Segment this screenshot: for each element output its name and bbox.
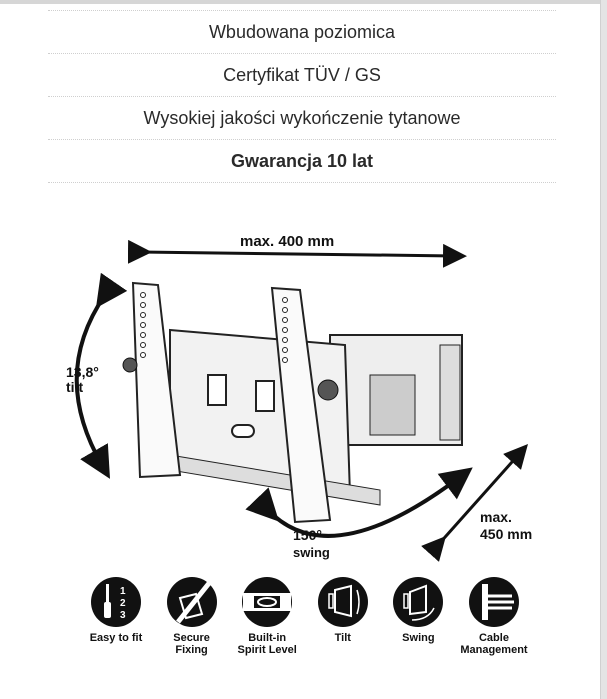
max-width-label: max. 400 mm bbox=[240, 233, 335, 250]
secure-fixing-icon bbox=[166, 577, 217, 627]
feature-swing: Swing bbox=[382, 576, 454, 656]
tilt-value: 13,8° bbox=[66, 364, 99, 380]
feature-label: Secure Fixing bbox=[173, 632, 210, 656]
extension-value: 450 mm bbox=[480, 526, 533, 542]
svg-text:3: 3 bbox=[120, 610, 126, 621]
feature-label: Built-in Spirit Level bbox=[237, 632, 297, 656]
tilt-label: tilt bbox=[66, 379, 84, 395]
feature-label: Tilt bbox=[334, 632, 351, 644]
feature-label: Swing bbox=[402, 632, 435, 644]
feature-list: Wbudowana poziomica Certyfikat TÜV / GS … bbox=[48, 10, 556, 183]
extension-label: max. bbox=[480, 509, 512, 525]
screwdriver-icon: 123 bbox=[91, 577, 141, 627]
feature-item-warranty: Gwarancja 10 lat bbox=[48, 139, 556, 183]
feature-secure-fixing: Secure Fixing bbox=[156, 576, 228, 656]
top-border bbox=[0, 0, 607, 4]
svg-text:2: 2 bbox=[120, 598, 126, 609]
feature-tilt: Tilt bbox=[307, 576, 379, 656]
feature-item: Wbudowana poziomica bbox=[48, 10, 556, 53]
wall-mount-diagram: max. 400 mm 13,8° tilt 150° swing max. 4… bbox=[0, 215, 607, 575]
feature-label: Cable Management bbox=[460, 632, 528, 656]
tilt-icon bbox=[317, 577, 368, 627]
svg-text:1: 1 bbox=[120, 586, 126, 597]
feature-item: Certyfikat TÜV / GS bbox=[48, 53, 556, 96]
scrollbar[interactable] bbox=[600, 0, 607, 699]
feature-cable-management: Cable Management bbox=[458, 576, 530, 656]
swing-value: 150° bbox=[293, 527, 322, 543]
swing-icon bbox=[393, 577, 444, 627]
feature-spirit-level: Built-in Spirit Level bbox=[231, 576, 303, 656]
feature-item: Wysokiej jakości wykończenie tytanowe bbox=[48, 96, 556, 139]
feature-label: Easy to fit bbox=[89, 632, 143, 644]
swing-label: swing bbox=[293, 545, 330, 560]
spirit-level-icon bbox=[242, 577, 293, 627]
mount-illustration bbox=[74, 239, 528, 562]
cable-management-icon bbox=[468, 577, 519, 627]
